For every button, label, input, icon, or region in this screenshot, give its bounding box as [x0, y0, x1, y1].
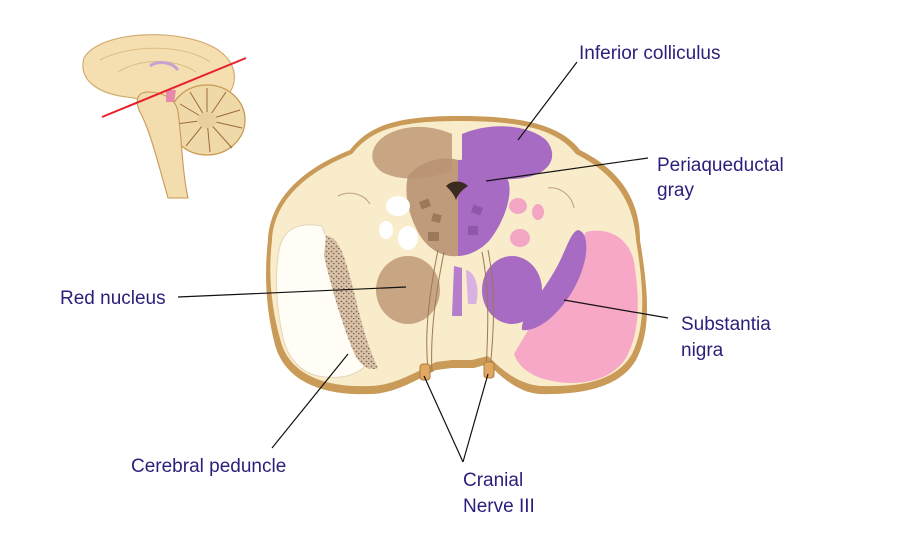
- midbrain-cross-section: [266, 116, 647, 395]
- sagittal-brain-thumbnail: [82, 34, 247, 199]
- leader-cranial-nerve-left: [423, 375, 464, 463]
- label-periaqueductal-gray-line1: Periaqueductal: [657, 155, 784, 176]
- label-substantia-nigra-line1: Substantia: [681, 314, 771, 335]
- leader-red-nucleus: [177, 286, 407, 298]
- section-plane-line: [101, 57, 247, 118]
- leader-lines: [177, 61, 669, 463]
- nerve-exit-left: [419, 363, 431, 381]
- leader-inferior-colliculus: [517, 61, 578, 141]
- label-substantia-nigra-line2: nigra: [681, 340, 724, 361]
- nerve-exit-right: [483, 361, 495, 379]
- leader-substantia-nigra: [563, 299, 669, 319]
- label-inferior-colliculus: Inferior colliculus: [579, 43, 721, 64]
- leader-cerebral-peduncle: [271, 353, 349, 449]
- leader-periaqueductal-gray: [485, 157, 649, 182]
- label-cerebral-peduncle: Cerebral peduncle: [131, 456, 287, 477]
- label-cranial-nerve-line1: Cranial: [463, 470, 524, 491]
- red-nucleus-region: [482, 256, 542, 324]
- label-periaqueductal-gray-line2: gray: [657, 180, 694, 201]
- label-cranial-nerve-line2: Nerve III: [463, 496, 535, 517]
- leader-cranial-nerve-right: [462, 373, 489, 463]
- label-red-nucleus: Red nucleus: [60, 288, 166, 309]
